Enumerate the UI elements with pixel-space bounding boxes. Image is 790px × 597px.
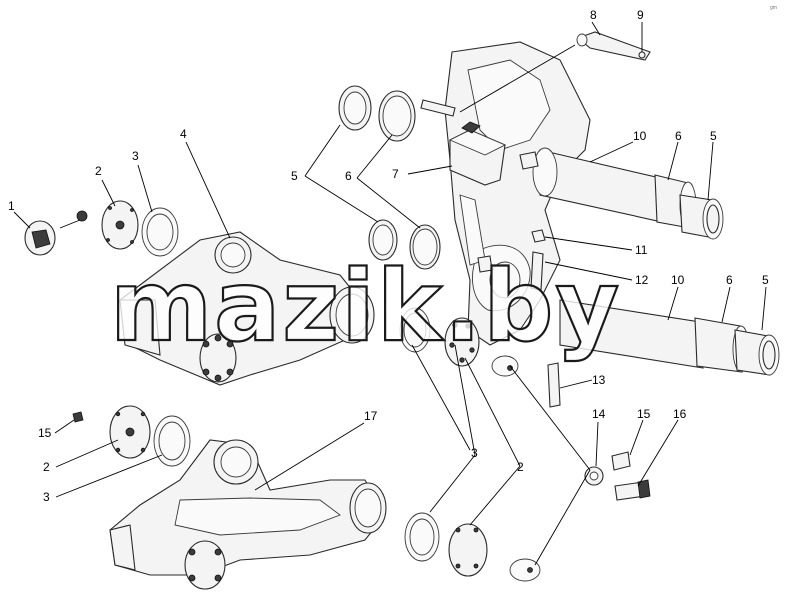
callout-17: 17 xyxy=(364,409,378,423)
watermark: mazik.by xyxy=(110,250,621,364)
callout-14: 14 xyxy=(592,407,606,421)
callout-10-lower: 10 xyxy=(671,273,685,287)
leader-lines xyxy=(13,21,767,566)
callout-5: 5 xyxy=(291,169,298,183)
callout-2: 2 xyxy=(95,164,102,178)
callout-2-lower: 2 xyxy=(43,460,50,474)
nuts-11-12 xyxy=(477,151,546,291)
callout-7: 7 xyxy=(392,167,399,181)
callout-9: 9 xyxy=(637,8,644,22)
callout-3: 3 xyxy=(132,149,139,163)
upper-arm xyxy=(119,231,375,386)
part-15-nut xyxy=(72,411,84,423)
callout-3-lower: 3 xyxy=(43,490,50,504)
callout-3-center: 3 xyxy=(471,446,478,460)
upper-left-covers xyxy=(101,200,179,257)
callout-11: 11 xyxy=(635,243,648,257)
part-7-block xyxy=(448,121,507,186)
callout-labels: 1 2 3 4 5 6 7 8 9 10 6 5 11 12 10 6 5 13… xyxy=(8,8,769,504)
callout-10-upper: 10 xyxy=(633,129,647,143)
part-1-fitting xyxy=(24,210,88,256)
callout-8: 8 xyxy=(590,8,597,22)
callout-13: 13 xyxy=(592,373,606,387)
upper-shaft xyxy=(532,147,724,240)
upper-seals xyxy=(338,85,416,142)
bolt-13 xyxy=(491,355,561,408)
center-covers xyxy=(399,307,480,367)
lower-arm xyxy=(109,439,387,590)
callout-15-right: 15 xyxy=(637,407,651,421)
lower-shaft xyxy=(559,299,780,376)
callout-6-upper: 6 xyxy=(675,129,682,143)
callout-1: 1 xyxy=(8,199,15,213)
corner-mark: gm xyxy=(770,5,777,11)
lower-center-covers xyxy=(404,512,541,582)
callout-6: 6 xyxy=(345,169,352,183)
lower-left-covers xyxy=(109,405,191,467)
callout-16: 16 xyxy=(673,407,687,421)
callout-4: 4 xyxy=(180,127,187,141)
callout-12: 12 xyxy=(635,273,649,287)
middle-seals xyxy=(368,219,441,270)
callout-6-lower: 6 xyxy=(726,273,733,287)
callout-15-left: 15 xyxy=(38,426,52,440)
callout-5-upper: 5 xyxy=(710,129,717,143)
callout-2-center: 2 xyxy=(517,460,524,474)
callout-5-lower: 5 xyxy=(762,273,769,287)
parts-8-9-pin xyxy=(420,31,651,117)
parts-14-15-16 xyxy=(584,451,651,501)
